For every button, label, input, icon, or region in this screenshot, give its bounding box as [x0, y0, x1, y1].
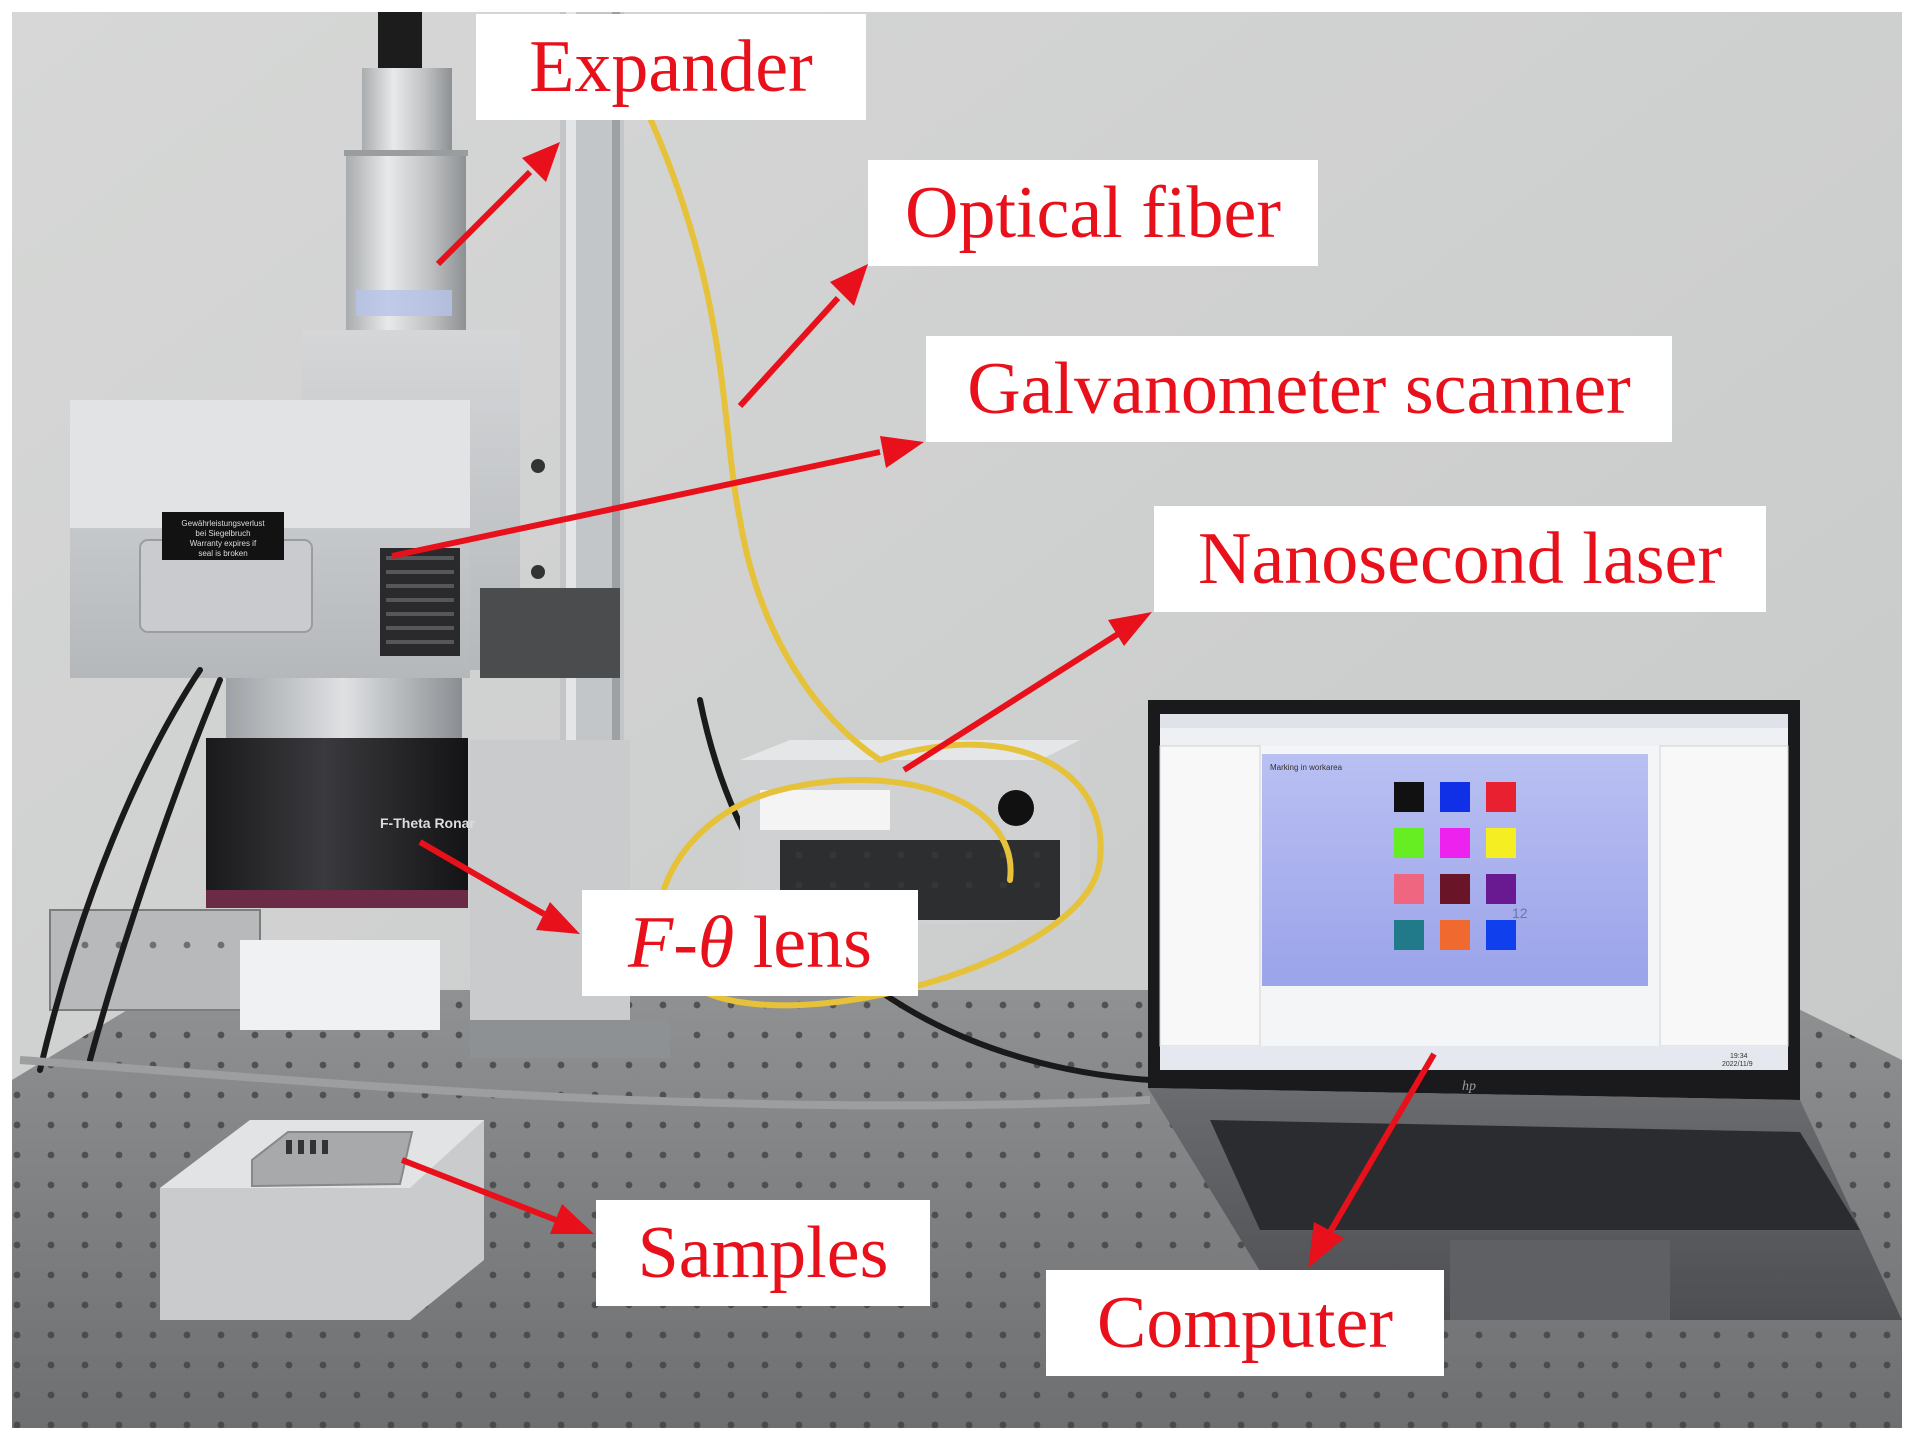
color-swatch — [1394, 920, 1424, 950]
screen-date: 2022/11/9 — [1722, 1061, 1753, 1068]
screen-caption: Marking in workarea — [1270, 763, 1343, 772]
scanner-vent-icon — [380, 548, 460, 656]
lens-brand-text: F-Theta Ronar — [380, 815, 475, 831]
f-theta-lens-label-f: F — [628, 902, 674, 984]
nanosecond-laser-label: Nanosecond laser — [1154, 506, 1766, 612]
foam-block — [240, 940, 440, 1030]
color-swatch — [1394, 828, 1424, 858]
color-swatch — [1440, 920, 1470, 950]
f-theta-lens-label-word: lens — [734, 902, 872, 984]
color-swatch — [1394, 874, 1424, 904]
screen-clock: 19:34 — [1730, 1053, 1748, 1060]
color-swatch — [1440, 782, 1470, 812]
f-theta-lens-label: F-θ lens — [582, 890, 918, 996]
samples-label: Samples — [596, 1200, 930, 1306]
scanner-warning-line2: bei Siegelbruch — [195, 529, 250, 538]
expander-label: Expander — [476, 14, 866, 120]
f-theta-lens-label-dash: - — [673, 902, 698, 984]
beam-expander — [344, 12, 468, 330]
laptop-brand-logo: hp — [1462, 1079, 1476, 1094]
arrow-expander — [435, 142, 560, 267]
optical-fiber-label: Optical fiber — [868, 160, 1318, 266]
color-swatch — [1486, 920, 1516, 950]
galvanometer-scanner-body: Gewährleistungsverlust bei Siegelbruch W… — [70, 330, 620, 678]
power-supply — [49, 909, 261, 1011]
nanosecond-laser-box — [740, 740, 1080, 930]
color-swatch — [1486, 828, 1516, 858]
color-swatch — [1440, 828, 1470, 858]
galvanometer-scanner-label: Galvanometer scanner — [926, 336, 1672, 442]
f-theta-lens-body: F-Theta Ronar — [206, 678, 475, 908]
gray-cable — [19, 1056, 1151, 1110]
color-swatch — [1394, 782, 1424, 812]
arrow-optical-fiber — [737, 264, 868, 409]
arrow-galvanometer — [391, 436, 924, 559]
f-theta-lens-label-theta: θ — [697, 902, 735, 984]
arrow-nanosecond-laser — [902, 612, 1152, 773]
scanner-warning-line3: Warranty expires if — [190, 539, 257, 548]
scanner-warning-line1: Gewährleistungsverlust — [181, 519, 265, 528]
scanner-warning-line4: seal is broken — [198, 549, 247, 558]
arrow-samples — [400, 1157, 594, 1234]
screen-number: 12 — [1512, 905, 1528, 921]
sample-block — [160, 1120, 484, 1320]
color-swatch-grid — [1394, 782, 1516, 950]
computer-label: Computer — [1046, 1270, 1444, 1376]
arrow-computer — [1308, 1052, 1437, 1268]
laptop: Marking in workarea 12 19:34 2022/11/9 h… — [1148, 700, 1902, 1320]
arrow-f-theta-lens — [418, 839, 580, 934]
annotation-arrows — [391, 142, 1437, 1268]
black-cables — [37, 667, 1153, 1083]
color-swatch — [1486, 874, 1516, 904]
color-swatch — [1440, 874, 1470, 904]
color-swatch — [1486, 782, 1516, 812]
